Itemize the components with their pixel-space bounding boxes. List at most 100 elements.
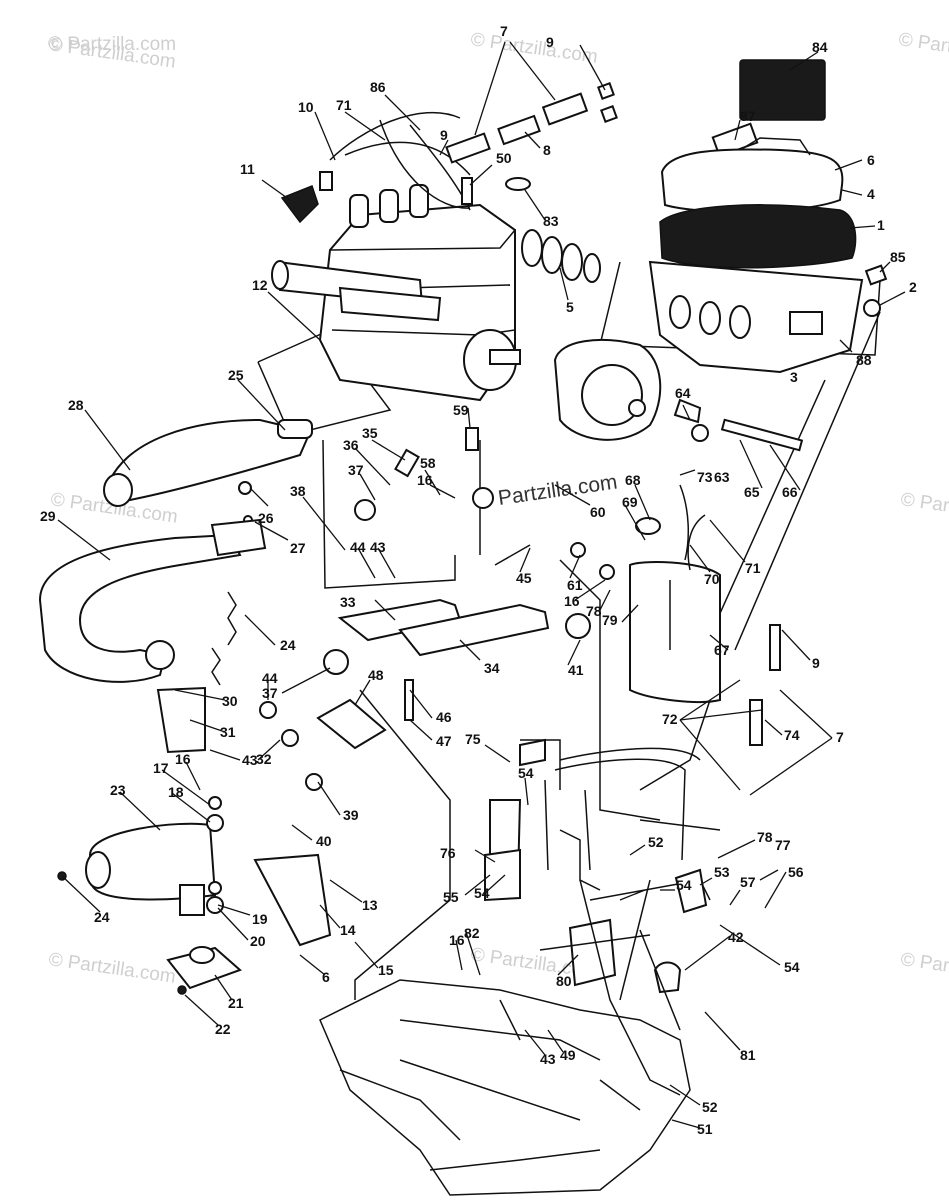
leader-lines — [57, 41, 906, 1129]
watermark-text: © Partzilla.com — [899, 949, 949, 988]
frame-rail — [559, 747, 701, 761]
callout-number: 30 — [222, 693, 238, 709]
callout-number: 18 — [168, 784, 184, 800]
callout-number: 75 — [465, 731, 481, 747]
callout-number: 53 — [714, 864, 730, 880]
callout-number: 32 — [256, 751, 272, 767]
callout-number: 73 — [697, 469, 713, 485]
callout-number: 46 — [436, 709, 452, 725]
callout-number: 16 — [564, 593, 580, 609]
callout-number: 57 — [740, 874, 756, 890]
callout-number: 1 — [877, 217, 885, 233]
engine-mount-plate-right — [398, 603, 550, 657]
callout-number: 78 — [757, 829, 773, 845]
floor-pan — [319, 979, 691, 1196]
callout-number: 45 — [516, 570, 532, 586]
callout-number: 11 — [240, 161, 255, 177]
engine-assembly — [271, 82, 662, 441]
callout-number: 6 — [867, 152, 875, 168]
callout-number: 43 — [242, 752, 258, 768]
watermark-text: © Partzilla.com — [47, 949, 177, 988]
callout-number: 85 — [890, 249, 906, 265]
exhaust-gasket — [277, 419, 313, 439]
expansion-chamber — [38, 533, 242, 683]
callout-number: 12 — [252, 277, 268, 293]
watermark-text: © Partzilla.com — [48, 34, 176, 55]
callout-number: 5 — [566, 299, 574, 315]
callout-number: 76 — [440, 845, 456, 861]
callout-number: 44 — [350, 539, 366, 555]
air-filter-element — [659, 204, 857, 269]
oil-tank — [629, 561, 721, 703]
callout-number: 22 — [215, 1021, 231, 1037]
callout-number: 79 — [602, 612, 618, 628]
watermark-text: © Partzilla.com — [899, 489, 949, 528]
callout-number: 44 — [262, 670, 278, 686]
callout-number: 2 — [909, 279, 917, 295]
engine-mount-assembly — [253, 398, 804, 947]
callout-number: 31 — [220, 724, 236, 740]
callout-number: 61 — [567, 577, 583, 593]
oil-line — [679, 484, 690, 561]
callout-number: 8 — [543, 142, 551, 158]
callout-number: 68 — [625, 472, 641, 488]
callout-number: 81 — [740, 1047, 756, 1063]
callout-number: 36 — [343, 437, 359, 453]
airbox-base — [648, 260, 864, 374]
watermark-text: © Partzilla.com — [469, 29, 599, 68]
watermark-text: © Partzilla.com — [897, 29, 949, 68]
grommet — [863, 299, 881, 317]
callout-number: 23 — [110, 782, 126, 798]
air-filter-foam-pad — [739, 59, 826, 121]
callout-number: 71 — [336, 97, 352, 113]
callout-number: 88 — [856, 352, 872, 368]
callout-number: 71 — [745, 560, 761, 576]
callout-number: 28 — [68, 397, 84, 413]
callout-number: 24 — [280, 637, 296, 653]
callout-number: 40 — [316, 833, 332, 849]
chassis-bracket — [253, 853, 332, 947]
bolt — [465, 427, 479, 451]
heat-shield — [108, 418, 312, 502]
callout-number: 64 — [675, 385, 691, 401]
callout-number: 33 — [340, 594, 356, 610]
callout-number: 48 — [368, 667, 384, 683]
callout-number: 38 — [290, 483, 306, 499]
callout-number: 16 — [449, 932, 465, 948]
long-bolt — [720, 418, 804, 452]
callout-number: 63 — [714, 469, 730, 485]
callout-number: 14 — [340, 922, 356, 938]
callout-number: 15 — [378, 962, 394, 978]
engine-bracket — [316, 698, 387, 750]
callout-number: 74 — [784, 727, 800, 743]
callout-number: 52 — [702, 1099, 718, 1115]
callout-number: 34 — [484, 660, 500, 676]
callout-number: 78 — [586, 603, 602, 619]
callout-number: 25 — [228, 367, 244, 383]
callout-number: 26 — [258, 510, 274, 526]
callout-number: 59 — [453, 402, 469, 418]
callout-number: 52 — [648, 834, 664, 850]
callout-number: 69 — [622, 494, 638, 510]
callout-number: 7 — [500, 23, 508, 39]
engine-mount-plate-left — [337, 598, 462, 642]
exhaust-spring — [227, 591, 237, 646]
callout-number: 43 — [370, 539, 386, 555]
callout-labels: 84 9 7 87 6 4 1 86 10 71 9 8 50 83 11 85… — [40, 23, 917, 1137]
callout-number: 60 — [590, 504, 606, 520]
callout-number: 54 — [784, 959, 800, 975]
callout-number: 10 — [298, 99, 314, 115]
callout-number: 66 — [782, 484, 798, 500]
wire-harness — [329, 111, 461, 161]
callout-number: 54 — [676, 877, 692, 893]
callout-number: 7 — [836, 729, 844, 745]
callout-number: 9 — [440, 127, 448, 143]
callout-number: 6 — [322, 969, 330, 985]
callout-number: 13 — [362, 897, 378, 913]
callout-number: 47 — [436, 733, 452, 749]
callout-number: 17 — [153, 760, 169, 776]
callout-number: 35 — [362, 425, 378, 441]
callout-number: 49 — [560, 1047, 576, 1063]
floor-pan-assembly — [319, 979, 691, 1196]
